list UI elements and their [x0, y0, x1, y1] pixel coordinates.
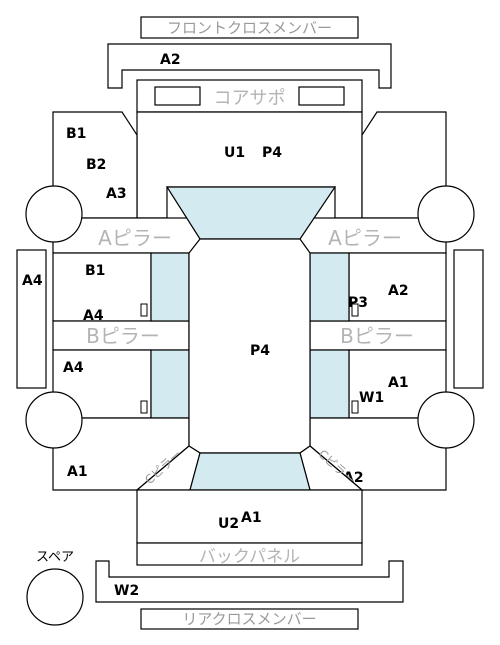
front-left-wheel[interactable]	[25, 185, 83, 243]
front-bumper-panel[interactable]	[107, 43, 392, 89]
right-rear-door-handle[interactable]	[351, 400, 359, 414]
code-core-left-b2: B2	[86, 157, 106, 173]
code-hood-u1: U1	[224, 145, 245, 161]
code-right-front-door-a2: A2	[388, 283, 409, 299]
right-rear-side-window[interactable]	[309, 349, 350, 419]
right-front-door-panel[interactable]	[348, 252, 447, 322]
code-left-quarter-a1: A1	[67, 464, 88, 480]
right-rocker-panel[interactable]	[453, 249, 484, 389]
rear-window[interactable]	[189, 452, 311, 491]
code-left-rear-door-a4: A4	[63, 360, 84, 376]
left-front-side-window[interactable]	[150, 252, 190, 322]
b-pillar-right-label: Bピラー	[340, 324, 414, 348]
code-right-rear-door-a1: A1	[388, 375, 409, 391]
code-core-left-b1: B1	[66, 126, 86, 142]
core-support-right-headlight[interactable]	[298, 86, 345, 106]
front-cross-member-panel[interactable]	[140, 16, 359, 39]
core-support-label: コアサポ	[214, 88, 286, 109]
rear-cross-member-panel[interactable]	[140, 608, 359, 630]
right-front-side-window[interactable]	[309, 252, 350, 322]
code-roof-p4: P4	[250, 343, 270, 359]
rear-bumper-panel[interactable]	[95, 560, 404, 603]
code-hood-p4: P4	[262, 145, 282, 161]
left-front-door-handle[interactable]	[140, 303, 148, 317]
b-pillar-left-label: Bピラー	[86, 324, 160, 348]
spare-label: スペア	[36, 550, 74, 565]
code-trunk-u2: U2	[218, 516, 239, 532]
left-front-door-panel[interactable]	[52, 252, 152, 322]
b-pillar-right-band[interactable]	[309, 320, 447, 351]
left-rear-side-window[interactable]	[150, 349, 190, 419]
a-pillar-right-label: Aピラー	[328, 226, 402, 250]
code-left-front-door-b1: B1	[85, 263, 105, 279]
rear-left-wheel[interactable]	[25, 391, 83, 449]
b-pillar-left-band[interactable]	[52, 320, 190, 351]
code-rear-w2: W2	[114, 583, 139, 599]
left-rear-door-handle[interactable]	[140, 400, 148, 414]
code-left-front-door-a4: A4	[83, 308, 104, 324]
code-core-left-a3: A3	[106, 186, 127, 202]
code-right-rear-door-w1: W1	[359, 390, 384, 406]
spare-tire[interactable]	[26, 568, 84, 626]
back-panel[interactable]	[136, 542, 363, 566]
front-right-wheel[interactable]	[417, 185, 475, 243]
code-front-member: A2	[160, 52, 181, 68]
rear-cross-member-label: リアクロスメンバー	[182, 610, 316, 628]
code-left-rocker: A4	[22, 273, 43, 289]
back-panel-label: バックパネル	[199, 547, 300, 567]
front-cross-member-label: フロントクロスメンバー	[167, 19, 332, 37]
right-front-door-handle[interactable]	[351, 303, 359, 317]
core-support-left-headlight[interactable]	[154, 86, 201, 106]
trunk-panel[interactable]	[136, 489, 363, 544]
a-pillar-left-label: Aピラー	[98, 226, 172, 250]
left-rocker-panel[interactable]	[16, 249, 47, 389]
rear-right-wheel[interactable]	[417, 391, 475, 449]
code-trunk-a1: A1	[241, 510, 262, 526]
